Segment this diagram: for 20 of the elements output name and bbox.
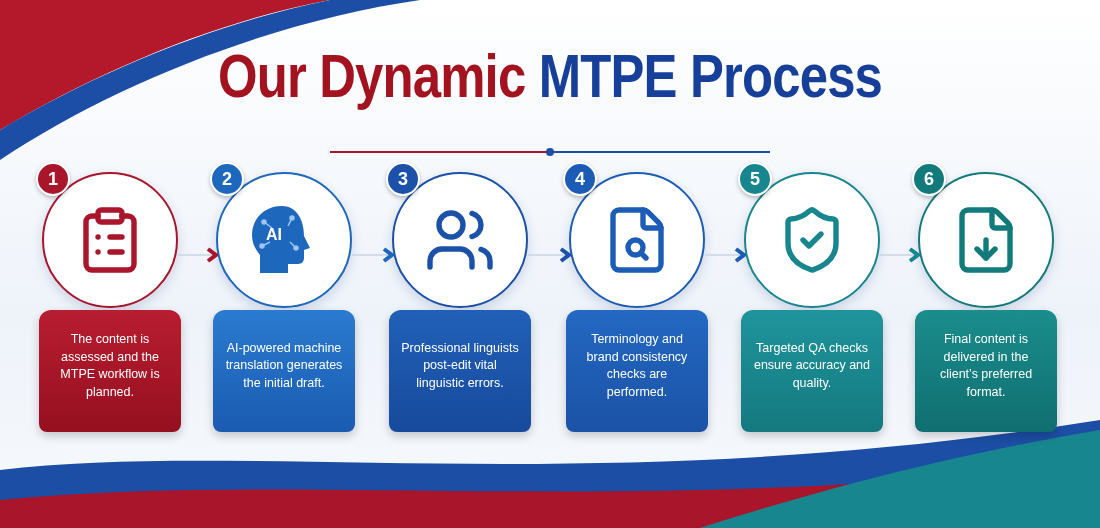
step-number: 5 [738, 162, 772, 196]
step-card [741, 310, 883, 432]
step-description: AI-powered machine translation generates the initial draft. [225, 339, 343, 392]
step-number: 6 [912, 162, 946, 196]
step-card [389, 310, 531, 432]
step-card [213, 310, 355, 432]
step-number: 1 [36, 162, 70, 196]
step-description: Final content is delivered in the client’s preferred format. [938, 331, 1034, 401]
step-card [915, 310, 1057, 432]
step-description: Terminology and brand consistency checks are performed. [585, 331, 689, 401]
step-number: 2 [210, 162, 244, 196]
step-card [39, 310, 181, 432]
step-number: 4 [563, 162, 597, 196]
step-number: 3 [386, 162, 420, 196]
step-description: Professional linguists post-edit vital linguistic errors. [401, 339, 519, 392]
step-description: Targeted QA checks ensure accuracy and quality. [753, 339, 871, 392]
step-description: The content is assessed and the MTPE workflow is planned. [59, 331, 161, 401]
step-card [566, 310, 708, 432]
icon-text: AI [266, 226, 282, 244]
title: Our Dynamic MTPE Process [216, 40, 884, 111]
